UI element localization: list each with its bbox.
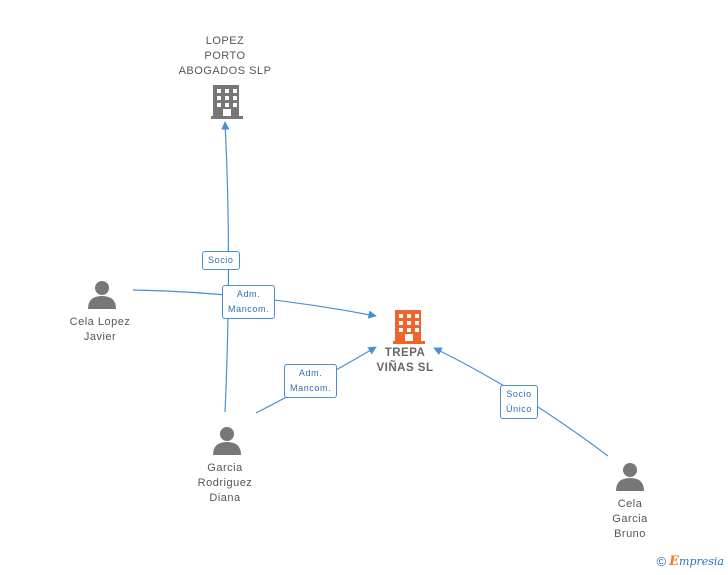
edge-label-adm-mancom: Adm. Mancom. bbox=[222, 285, 276, 319]
company-building-icon[interactable] bbox=[211, 85, 243, 119]
node-label-trepa[interactable]: TREPA VIÑAS SL bbox=[376, 347, 434, 374]
copyright-icon: © bbox=[656, 554, 667, 569]
edge-label-adm-mancom: Adm. Mancom. bbox=[284, 364, 338, 398]
node-label-garcia[interactable]: Garcia Rodriguez Diana bbox=[197, 462, 253, 504]
person-icon[interactable] bbox=[88, 281, 116, 309]
person-icon[interactable] bbox=[616, 463, 644, 491]
edge-label-socio: Socio bbox=[202, 251, 240, 270]
brand-logo: Empresia bbox=[669, 554, 724, 569]
company-building-icon[interactable] bbox=[393, 310, 425, 344]
node-label-cela-garcia[interactable]: Cela Garcia Bruno bbox=[612, 498, 648, 540]
person-icon[interactable] bbox=[213, 427, 241, 455]
node-label-lopez-porto[interactable]: LOPEZ PORTO ABOGADOS SLP bbox=[178, 35, 272, 77]
node-label-cela-lopez[interactable]: Cela Lopez Javier bbox=[69, 316, 131, 343]
brand-footer: © Empresia bbox=[657, 554, 724, 569]
edge-label-socio-unico: Socio Único bbox=[500, 385, 539, 419]
